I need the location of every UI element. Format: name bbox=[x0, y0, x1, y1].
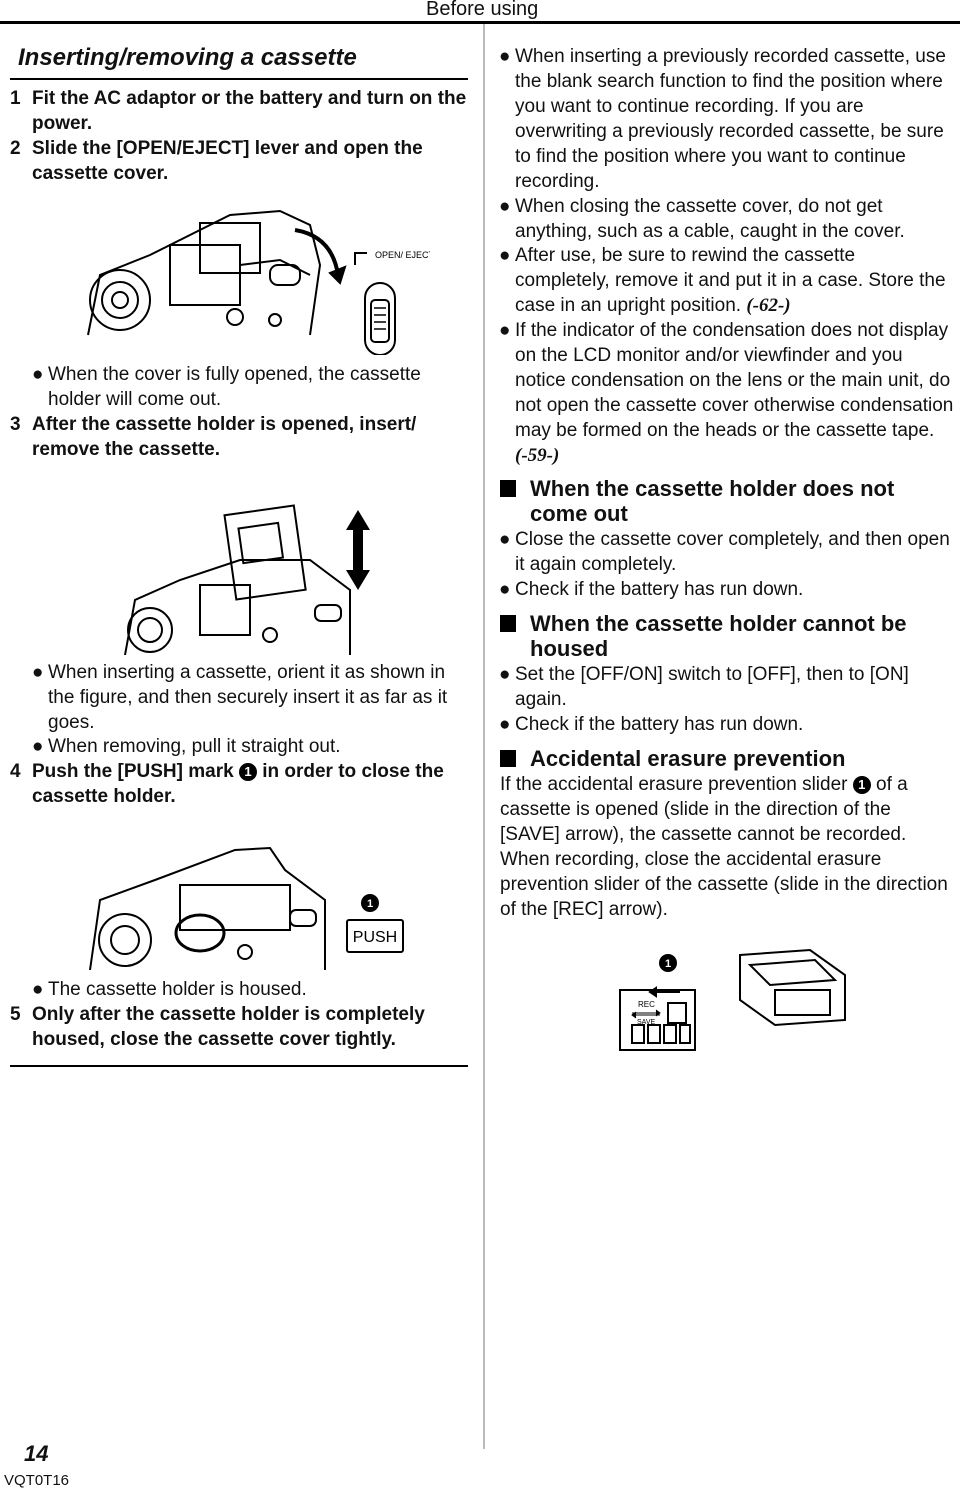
marker-1: 1 bbox=[852, 776, 871, 794]
bullet-off-on: ● Set the [OFF/ON] switch to [OFF], then… bbox=[499, 664, 909, 710]
step-3: 3 After the cassette holder is opened, i… bbox=[10, 414, 417, 460]
bullet-battery-2: ● Check if the battery has run down. bbox=[499, 714, 804, 735]
camcorder-open-illustration: OPEN/ EJECT bbox=[87, 209, 430, 355]
column-divider bbox=[483, 24, 485, 1449]
step-1: 1 Fit the AC adaptor or the battery and … bbox=[10, 88, 467, 134]
document-code: VQT0T16 bbox=[4, 1472, 70, 1489]
heading-square-icon bbox=[500, 480, 516, 497]
erasure-paragraph: If the accidental erasure prevention sli… bbox=[500, 774, 948, 920]
section-title-box: Inserting/removing a cassette bbox=[10, 44, 468, 80]
page-ref-59[interactable]: (-59-) bbox=[515, 445, 560, 466]
step-2: 2 Slide the [OPEN/EJECT] lever and open … bbox=[10, 138, 423, 184]
bullet-close-reopen: ● Close the cassette cover completely, a… bbox=[499, 529, 950, 575]
page-number: 14 bbox=[24, 1441, 49, 1466]
bullet-previously-recorded: ● When inserting a previously recorded c… bbox=[499, 46, 946, 192]
header-rule bbox=[0, 21, 960, 24]
open-eject-label: OPEN/ EJECT bbox=[375, 250, 430, 260]
step-5: 5 Only after the cassette holder is comp… bbox=[10, 1004, 425, 1050]
page-title: Inserting/removing a cassette bbox=[18, 44, 357, 71]
push-label: PUSH bbox=[353, 929, 397, 946]
marker-1: 1 bbox=[238, 763, 257, 781]
step-4: 4 Push the [PUSH] mark 1 in order to clo… bbox=[10, 761, 444, 807]
bullet-housed: ● The cassette holder is housed. bbox=[32, 979, 307, 1000]
bullet-cover-opened: ● When the cover is fully opened, the ca… bbox=[32, 364, 421, 410]
bullet-orient: ● When inserting a cassette, orient it a… bbox=[32, 662, 448, 733]
push-marker-circle bbox=[361, 894, 379, 912]
tab-marker-number: 1 bbox=[665, 958, 671, 970]
left-bottom-rule bbox=[10, 1065, 468, 1067]
heading-erasure-prevention: Accidental erasure prevention bbox=[500, 746, 950, 771]
heading-does-not-come-out: When the cassette holder does not come o… bbox=[500, 476, 950, 526]
page-ref-62[interactable]: (-62-) bbox=[746, 295, 791, 316]
heading-square-icon bbox=[500, 615, 516, 632]
bullet-battery-1: ● Check if the battery has run down. bbox=[499, 579, 804, 600]
rec-label: REC bbox=[638, 1000, 655, 1009]
heading-square-icon bbox=[500, 750, 516, 767]
cassette-insert-illustration bbox=[124, 504, 370, 655]
bullet-condensation: ● If the indicator of the condensation d… bbox=[499, 320, 954, 466]
save-label: SAVE bbox=[637, 1019, 655, 1026]
bullet-closing-cover: ● When closing the cassette cover, do no… bbox=[499, 196, 905, 242]
cassette-push-illustration: 1 PUSH bbox=[89, 846, 404, 970]
heading-cannot-be-housed: When the cassette holder cannot be house… bbox=[500, 611, 950, 661]
bullet-removing: ● When removing, pull it straight out. bbox=[32, 736, 341, 757]
push-marker-number: 1 bbox=[367, 898, 373, 910]
cassette-tab-illustration: 1 REC SAVE bbox=[619, 948, 846, 1051]
bullet-after-use: ● After use, be sure to rewind the casse… bbox=[499, 245, 946, 316]
section-header: Before using bbox=[426, 0, 539, 20]
